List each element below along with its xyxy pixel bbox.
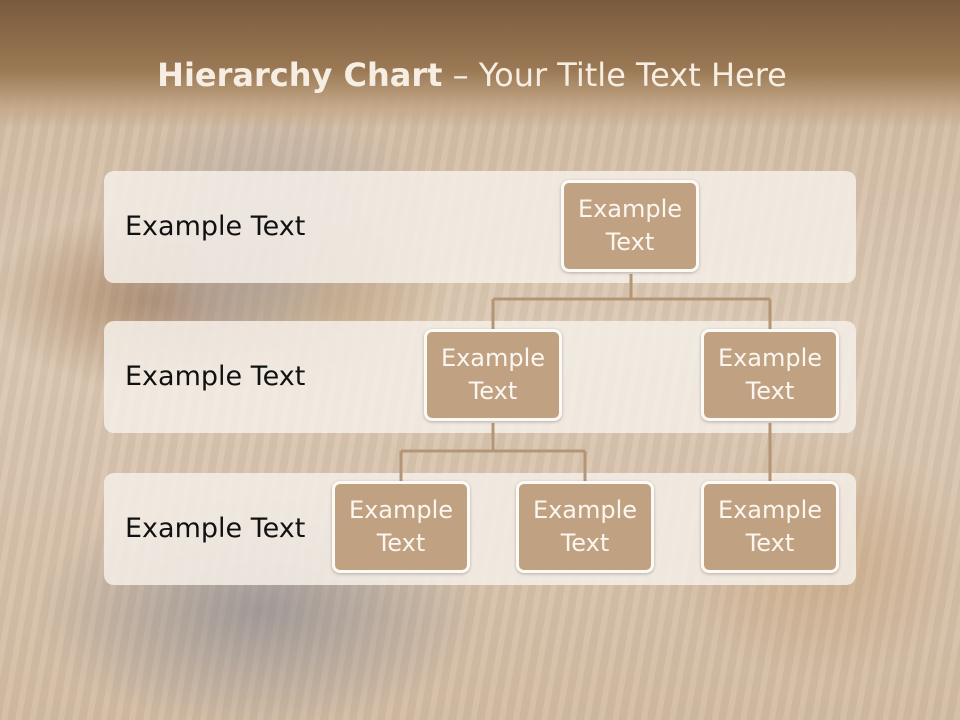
level-label-2: Example Text — [125, 361, 306, 392]
node-root-label: Example Text — [577, 195, 683, 256]
node-level3-right[interactable]: Example Text — [701, 481, 839, 573]
node-level2-right[interactable]: Example Text — [701, 329, 839, 421]
level-label-3: Example Text — [125, 513, 306, 544]
level-band-1 — [104, 171, 856, 283]
header-band — [0, 0, 960, 128]
slide-title: Hierarchy Chart – Your Title Text Here — [0, 56, 944, 94]
node-level3-left-label: Example Text — [348, 496, 454, 557]
node-root[interactable]: Example Text — [561, 180, 699, 272]
node-level2-left[interactable]: Example Text — [424, 329, 562, 421]
node-level3-middle[interactable]: Example Text — [516, 481, 654, 573]
title-rest: – Your Title Text Here — [442, 56, 787, 94]
node-level3-middle-label: Example Text — [532, 496, 638, 557]
title-bold: Hierarchy Chart — [157, 56, 443, 94]
node-level3-left[interactable]: Example Text — [332, 481, 470, 573]
node-level2-right-label: Example Text — [717, 344, 823, 405]
level-label-1: Example Text — [125, 211, 306, 242]
node-level2-left-label: Example Text — [440, 344, 546, 405]
node-level3-right-label: Example Text — [717, 496, 823, 557]
